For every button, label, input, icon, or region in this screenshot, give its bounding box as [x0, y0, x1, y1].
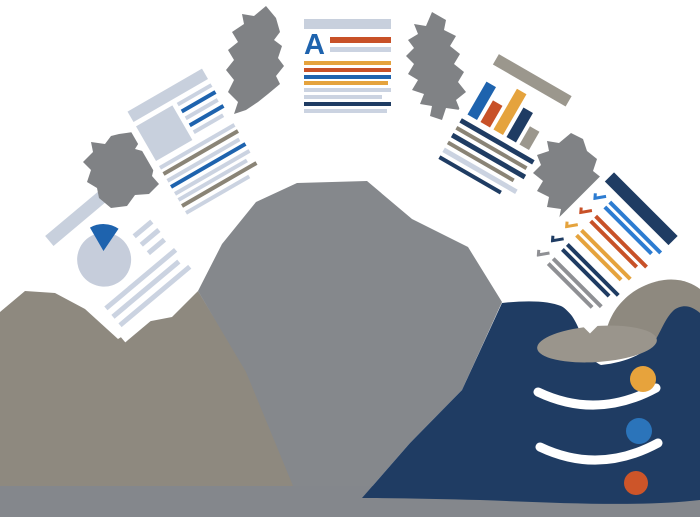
center-blob-shape — [198, 181, 502, 500]
check-icon — [565, 221, 579, 229]
database-dot-orange — [624, 471, 648, 495]
checklist-rows — [533, 187, 663, 317]
doc-line — [304, 81, 388, 86]
pie-row — [58, 193, 169, 301]
document-pie-report — [35, 167, 206, 343]
checklist-row — [590, 187, 663, 260]
flow-blob-icon — [83, 132, 159, 208]
checklist-row — [533, 244, 606, 317]
document-checklist — [516, 162, 688, 334]
doc-line — [304, 101, 391, 106]
database-ring-bottom — [535, 438, 663, 465]
document-header-bar — [304, 19, 391, 29]
checklist-row — [548, 230, 621, 303]
doc-line — [304, 74, 391, 79]
doc-line — [329, 47, 391, 52]
database-dot-amber — [630, 366, 656, 392]
flow-blob-icon — [406, 12, 466, 120]
dropcap-side-lines — [329, 37, 391, 52]
doc-line — [329, 37, 391, 43]
check-icon — [536, 249, 550, 257]
database-swoosh-shape — [362, 301, 700, 504]
doc-line — [304, 67, 391, 72]
dropcap-row: A — [304, 29, 391, 61]
database-dot-blue — [626, 418, 652, 444]
doc-line — [304, 61, 391, 65]
database-ring-top — [533, 383, 661, 410]
letter-body-lines — [304, 61, 391, 113]
checklist-row — [562, 215, 635, 288]
flow-blob-icon — [226, 6, 284, 114]
pie-chart — [77, 224, 132, 287]
database-opening — [537, 325, 657, 363]
check-icon — [550, 235, 564, 243]
dropcap-letter: A — [304, 29, 325, 61]
check-icon — [593, 193, 607, 201]
checklist-row — [576, 201, 649, 274]
doc-line — [304, 94, 383, 99]
check-icon — [579, 207, 593, 215]
document-text-letter: A — [299, 14, 396, 126]
doc-line — [304, 88, 391, 93]
left-mound-shape — [0, 291, 331, 495]
doc-line — [304, 108, 387, 113]
